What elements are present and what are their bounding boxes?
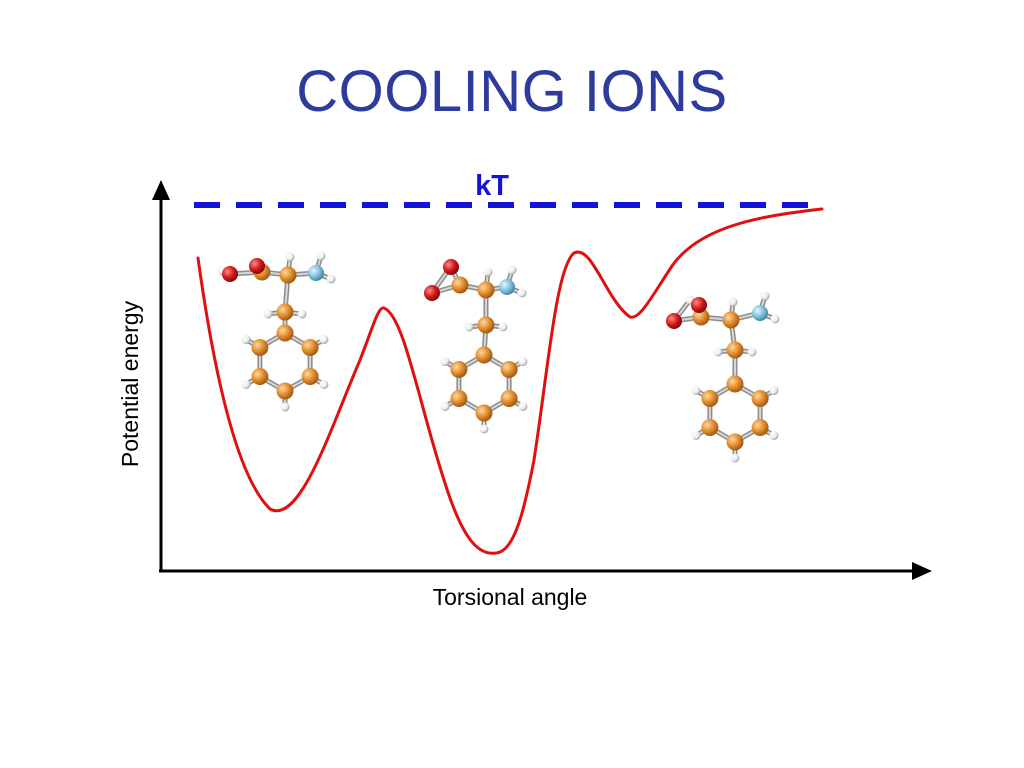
hydrogen-atom (518, 401, 528, 411)
hydrogen-atom (691, 430, 701, 440)
hydrogen-atom (319, 379, 329, 389)
hydrogen-atom (728, 297, 738, 307)
oxygen-atom (666, 313, 682, 329)
carbon-atom (301, 339, 319, 356)
hydrogen-atom (479, 424, 489, 434)
hydrogen-atom (517, 288, 527, 298)
hydrogen-atom (464, 322, 474, 332)
carbon-atom (279, 266, 297, 284)
carbon-atom (301, 368, 319, 385)
hydrogen-atom (507, 265, 517, 275)
carbon-atom (477, 281, 495, 299)
hydrogen-atom (769, 430, 779, 440)
hydrogen-atom (285, 252, 295, 262)
hydrogen-atom (319, 335, 329, 345)
carbon-atom (701, 390, 719, 407)
potential-energy-curve (196, 207, 824, 555)
carbon-atom (726, 433, 744, 451)
hydrogen-atom (263, 309, 273, 319)
hydrogen-atom (713, 347, 723, 357)
axes (152, 180, 932, 580)
hydrogen-atom (498, 322, 508, 332)
hydrogen-atom (241, 335, 251, 345)
hydrogen-atom (760, 291, 770, 301)
carbon-atom (722, 311, 740, 329)
hydrogen-atom (730, 453, 740, 463)
hydrogen-atom (326, 274, 336, 284)
hydrogen-atom (316, 251, 326, 261)
hydrogen-atom (769, 386, 779, 396)
hydrogen-atom (770, 314, 780, 324)
x-axis-label: Torsional angle (433, 584, 588, 610)
molecule-model-1 (217, 251, 336, 412)
carbon-atom (726, 375, 744, 393)
nitrogen-atom (308, 265, 324, 281)
carbon-atom (751, 419, 769, 436)
carbon-atom (450, 390, 468, 407)
oxygen-atom (424, 285, 440, 301)
carbon-atom (500, 361, 518, 378)
carbon-atom (251, 339, 269, 356)
carbon-atom (276, 324, 294, 342)
carbon-atom (451, 276, 469, 294)
hydrogen-atom (297, 309, 307, 319)
hydrogen-atom (241, 379, 251, 389)
hydrogen-atom (691, 386, 701, 396)
carbon-atom (500, 390, 518, 407)
carbon-atom (450, 361, 468, 378)
hydrogen-atom (747, 347, 757, 357)
carbon-atom (692, 308, 710, 326)
kt-threshold-label: kT (475, 170, 509, 202)
carbon-atom (726, 341, 744, 359)
molecule-model-3 (666, 291, 780, 463)
carbon-atom (475, 404, 493, 422)
hydrogen-atom (440, 357, 450, 367)
slide-title: COOLING IONS (296, 59, 728, 124)
hydrogen-atom (440, 401, 450, 411)
hydrogen-atom (280, 402, 290, 412)
oxygen-atom (222, 266, 238, 282)
carbon-atom (701, 419, 719, 436)
hydrogen-atom (483, 267, 493, 277)
carbon-atom (751, 390, 769, 407)
oxygen-atom (691, 297, 707, 313)
oxygen-atom (249, 258, 265, 274)
oxygen-atom (443, 259, 459, 275)
carbon-atom (276, 382, 294, 400)
x-axis-arrowhead (912, 562, 932, 580)
hydrogen-atom (518, 357, 528, 367)
carbon-atom (276, 303, 294, 321)
carbon-atom (477, 316, 495, 334)
nitrogen-atom (752, 305, 768, 321)
carbon-atom (251, 368, 269, 385)
molecules (217, 251, 780, 463)
y-axis-arrowhead (152, 180, 170, 200)
y-axis-label: Potential energy (117, 300, 143, 467)
nitrogen-atom (499, 279, 515, 295)
carbon-atom (475, 346, 493, 364)
molecule-model-2 (424, 259, 528, 434)
